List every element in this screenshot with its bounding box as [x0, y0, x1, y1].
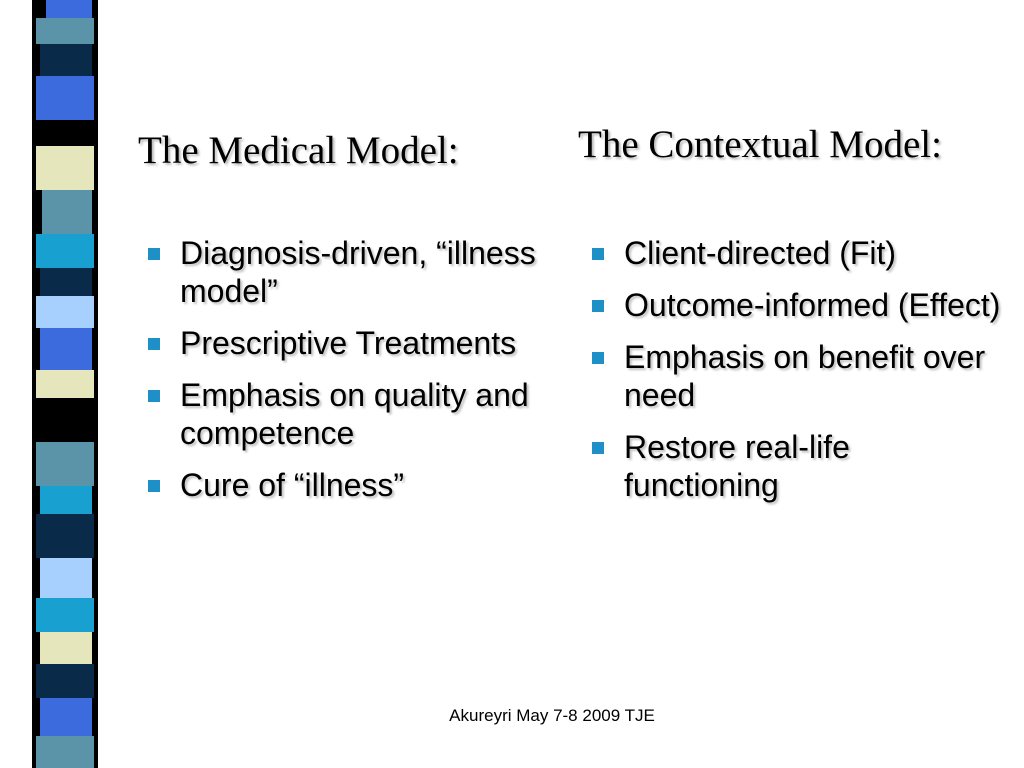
medical-model-list: Diagnosis-driven, “illness model” Prescr…	[144, 234, 564, 518]
stripe-segment	[36, 146, 94, 190]
stripe-segment	[42, 120, 92, 146]
stripe-segment	[36, 76, 94, 120]
list-item-text: Emphasis on quality and competence	[180, 377, 529, 451]
list-item: Emphasis on benefit over need	[588, 338, 1008, 414]
list-item-text: Restore real-life functioning	[624, 429, 850, 503]
stripe-segment	[40, 632, 92, 664]
list-item: Outcome-informed (Effect)	[588, 286, 1008, 324]
list-item: Emphasis on quality and competence	[144, 376, 564, 452]
stripe-segment	[40, 268, 92, 296]
stripe-segment	[42, 190, 92, 234]
contextual-model-heading: The Contextual Model:	[578, 123, 942, 166]
square-bullet-icon	[148, 480, 160, 492]
stripe-segment	[36, 370, 94, 398]
stripe-segment	[40, 698, 92, 736]
stripe-segment	[36, 442, 94, 486]
square-bullet-icon	[592, 442, 604, 454]
square-bullet-icon	[592, 352, 604, 364]
contextual-model-list: Client-directed (Fit) Outcome-informed (…	[588, 234, 1008, 518]
stripe-segment	[36, 296, 94, 328]
list-item-text: Client-directed (Fit)	[624, 235, 897, 271]
square-bullet-icon	[592, 300, 604, 312]
decorative-stripe	[32, 0, 98, 768]
stripe-segment	[40, 328, 92, 370]
list-item-text: Prescriptive Treatments	[180, 325, 517, 361]
slide-footer: Akureyri May 7-8 2009 TJE	[449, 706, 655, 725]
list-item: Client-directed (Fit)	[588, 234, 1008, 272]
stripe-segment	[36, 736, 94, 768]
list-item-text: Diagnosis-driven, “illness model”	[180, 235, 536, 309]
list-item-text: Cure of “illness”	[180, 467, 405, 503]
stripe-segment	[40, 558, 92, 598]
stripe-segment	[46, 0, 92, 18]
list-item: Prescriptive Treatments	[144, 324, 564, 362]
stripe-segment	[36, 514, 94, 558]
square-bullet-icon	[148, 338, 160, 350]
stripe-segment	[40, 486, 92, 514]
square-bullet-icon	[148, 248, 160, 260]
list-item-text: Outcome-informed (Effect)	[624, 287, 1001, 323]
stripe-segment	[36, 18, 94, 44]
stripe-segment	[36, 598, 94, 632]
square-bullet-icon	[148, 390, 160, 402]
stripe-segment	[36, 234, 94, 268]
square-bullet-icon	[592, 248, 604, 260]
list-item: Cure of “illness”	[144, 466, 564, 504]
stripe-segment	[40, 398, 92, 442]
stripe-segment	[40, 44, 92, 76]
stripe-segment	[36, 664, 94, 698]
list-item: Diagnosis-driven, “illness model”	[144, 234, 564, 310]
list-item-text: Emphasis on benefit over need	[624, 339, 986, 413]
medical-model-heading: The Medical Model:	[138, 129, 459, 172]
list-item: Restore real-life functioning	[588, 428, 1008, 504]
